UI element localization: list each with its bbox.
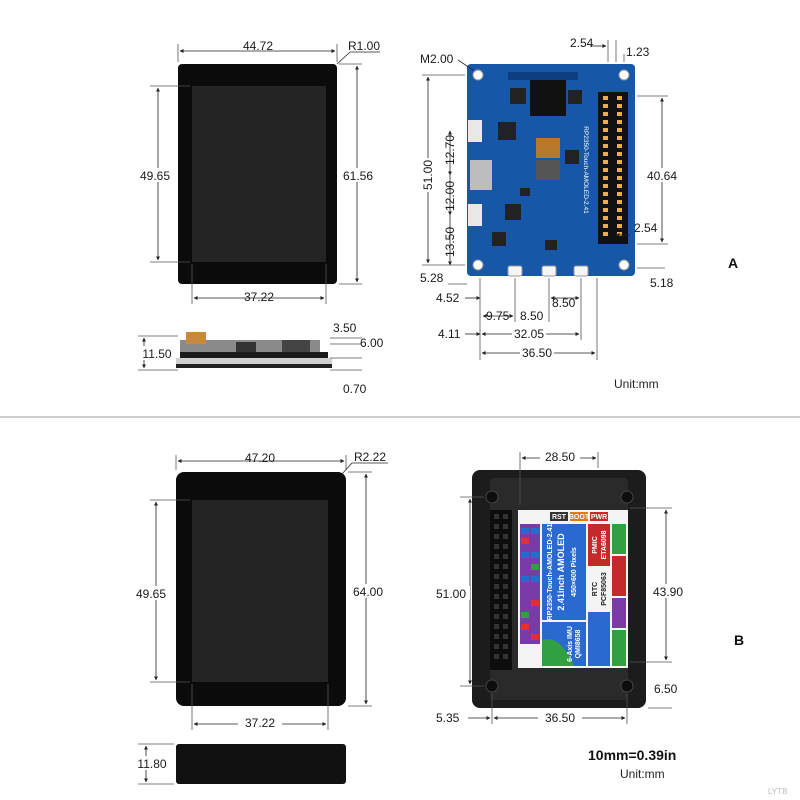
dim-conn2: 12.00	[443, 181, 457, 211]
dim-conn1: 12.70	[443, 135, 457, 165]
sticker-rtc: RTC	[592, 582, 599, 596]
unit-label-b: Unit:mm	[620, 767, 665, 781]
dim-front-width-b: 47.20	[245, 451, 275, 465]
unit-label-a: Unit:mm	[614, 377, 659, 391]
sticker-imu-chip: QMI8658	[575, 629, 582, 658]
dim-board-width: 36.50	[522, 346, 552, 360]
board-view-a: RP2350-Touch-AMOLED-2.41 2.54 1.23 M2.00…	[420, 36, 682, 360]
button-boot	[541, 265, 557, 277]
dim-header-pitch: 2.54	[634, 221, 658, 235]
dim-total-height-b: 64.00	[353, 585, 383, 599]
dim-active-height-b: 49.65	[136, 587, 166, 601]
panel-a: 44.72 R1.00 49.65 61.56 37.22	[138, 36, 738, 396]
unit-conversion: 10mm=0.39in	[588, 747, 676, 763]
front-view-b: 47.20 R2.22 49.65 64.00 37.22	[132, 450, 388, 730]
dim-pitch: 2.54	[570, 36, 594, 50]
board-silk-text: RP2350-Touch-AMOLED-2.41	[582, 126, 589, 214]
back-sticker: RST BOOT PWR RP2350-	[518, 510, 628, 668]
dim-front-radius: R1.00	[348, 39, 380, 53]
panel-label-b: B	[734, 632, 744, 648]
dim-active-height: 49.65	[140, 169, 170, 183]
side-view-b: 11.80	[134, 743, 346, 785]
dim-btn-span: 32.05	[514, 327, 544, 341]
watermark: LYTB	[768, 787, 787, 796]
dim-active-width: 37.22	[244, 290, 274, 304]
usb-c-port	[470, 160, 492, 190]
dim-btn2: 8.50	[520, 309, 544, 323]
sticker-title: RP2350-Touch-AMOLED-2.41	[547, 524, 554, 621]
dim-bottom-offset: 5.28	[420, 271, 444, 285]
dim-bottom-left-b: 5.35	[436, 711, 460, 725]
dim-hole: M2.00	[420, 52, 454, 66]
active-area	[192, 86, 326, 262]
dim-hole-height-b: 51.00	[436, 587, 466, 601]
sticker-pixels: 450×600 Pixels	[571, 547, 578, 597]
dim-conn3: 13.50	[443, 227, 457, 257]
dim-side-d2: 6.00	[360, 336, 384, 350]
button-rst	[507, 265, 523, 277]
button-pwr	[573, 265, 589, 277]
side-view-a: 11.50 3.50 6.00 0.70	[138, 321, 384, 396]
dim-bottom-right-b: 6.50	[654, 682, 678, 696]
active-area-b	[192, 500, 328, 682]
sticker-rst: RST	[552, 514, 567, 521]
back-view-b: RST BOOT PWR RP2350-	[432, 450, 686, 725]
panel-label-a: A	[728, 255, 738, 271]
dim-side-d1: 3.50	[333, 321, 357, 335]
dim-right-offset: 5.18	[650, 276, 674, 290]
dim-front-radius-b: R2.22	[354, 450, 386, 464]
sticker-pmic-chip: ETA6098	[601, 530, 608, 559]
sticker-subtitle: 2.41inch AMOLED	[556, 533, 566, 611]
dim-left-offset: 4.52	[436, 291, 460, 305]
dim-side-total: 11.50	[142, 347, 171, 361]
dim-hole-span-b: 36.50	[545, 711, 575, 725]
sticker-pwr: PWR	[591, 514, 607, 521]
dim-front-width: 44.72	[243, 39, 273, 53]
header-socket	[490, 510, 512, 670]
dim-side-d3: 0.70	[343, 382, 367, 396]
dim-btn1: 9.75	[486, 309, 510, 323]
front-view-a: 44.72 R1.00 49.65 61.56 37.22	[138, 39, 380, 304]
sticker-pmic: PMIC	[592, 536, 599, 554]
dim-right-height-b: 43.90	[653, 585, 683, 599]
sticker-imu: 6-Axis IMU	[567, 626, 574, 662]
dim-left-margin: 4.11	[438, 327, 461, 341]
dim-active-width-b: 37.22	[245, 716, 275, 730]
dim-board-height: 51.00	[421, 160, 435, 190]
dim-btn3: 8.50	[552, 296, 576, 310]
pin-header	[598, 92, 628, 244]
dim-header-length: 40.64	[647, 169, 677, 183]
case-side	[176, 744, 346, 784]
sticker-rtc-chip: PCF85063	[601, 572, 608, 606]
sticker-boot: BOOT	[569, 514, 590, 521]
dim-pin-offset: 1.23	[626, 45, 650, 59]
panel-b: 47.20 R2.22 49.65 64.00 37.22	[132, 450, 744, 785]
mcu-chip	[530, 80, 566, 116]
dim-total-height: 61.56	[343, 169, 373, 183]
dim-side-total-b: 11.80	[137, 757, 166, 771]
dim-top-width-b: 28.50	[545, 450, 575, 464]
